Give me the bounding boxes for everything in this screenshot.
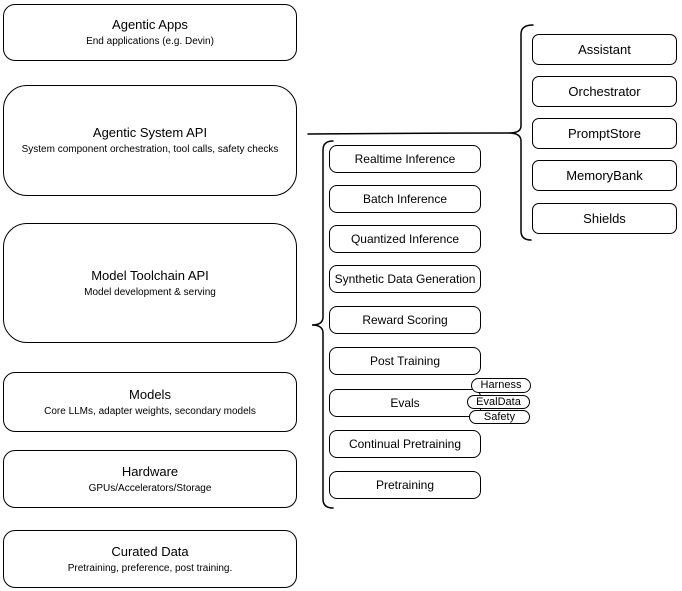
models-subtitle: Core LLMs, adapter weights, secondary mo… xyxy=(44,405,256,417)
hardware-title: Hardware xyxy=(121,463,179,479)
model-toolchain-api-subtitle: Model development & serving xyxy=(84,286,216,298)
safety-tag: Safety xyxy=(469,410,530,424)
evals-node: Evals xyxy=(329,389,481,417)
evaldata-label: EvalData xyxy=(476,395,521,408)
assistant-label: Assistant xyxy=(578,42,631,57)
continual-pretraining-node: Continual Pretraining xyxy=(329,430,481,458)
batch-inference-label: Batch Inference xyxy=(362,192,448,206)
synthetic-data-generation-label: Synthetic Data Generation xyxy=(334,272,476,286)
curated-data-subtitle: Pretraining, preference, post training. xyxy=(67,562,233,574)
harness-tag: Harness xyxy=(471,378,531,393)
evals-label: Evals xyxy=(390,396,420,410)
agentic-system-api-title: Agentic System API xyxy=(92,125,208,140)
agentic-apps-subtitle: End applications (e.g. Devin) xyxy=(86,36,214,47)
agentic-apps-title: Agentic Apps xyxy=(112,17,188,32)
agentic-system-api-node: Agentic System API System component orch… xyxy=(3,85,297,196)
reward-scoring-node: Reward Scoring xyxy=(329,306,481,334)
shields-node: Shields xyxy=(532,203,677,234)
model-toolchain-api-node: Model Toolchain API Model development & … xyxy=(3,223,297,343)
realtime-inference-node: Realtime Inference xyxy=(329,145,481,173)
post-training-label: Post Training xyxy=(369,354,441,368)
synthetic-data-generation-node: Synthetic Data Generation xyxy=(329,265,481,293)
quantized-inference-node: Quantized Inference xyxy=(329,225,481,253)
assistant-node: Assistant xyxy=(532,34,677,65)
continual-pretraining-label: Continual Pretraining xyxy=(348,437,462,451)
models-title: Models xyxy=(129,386,171,402)
pretraining-label: Pretraining xyxy=(375,478,435,492)
pretraining-node: Pretraining xyxy=(329,471,481,499)
batch-inference-node: Batch Inference xyxy=(329,185,481,213)
memorybank-node: MemoryBank xyxy=(532,160,677,191)
shields-label: Shields xyxy=(583,211,626,226)
realtime-inference-label: Realtime Inference xyxy=(354,152,456,166)
curated-data-node: Curated Data Pretraining, preference, po… xyxy=(3,530,297,588)
reward-scoring-label: Reward Scoring xyxy=(362,313,448,327)
promptstore-node: PromptStore xyxy=(532,118,677,149)
evaldata-tag: EvalData xyxy=(467,395,530,409)
model-toolchain-api-title: Model Toolchain API xyxy=(91,267,209,283)
hardware-node: Hardware GPUs/Accelerators/Storage xyxy=(3,450,297,508)
models-node: Models Core LLMs, adapter weights, secon… xyxy=(3,372,297,432)
system-api-to-components-line xyxy=(307,132,510,135)
hardware-subtitle: GPUs/Accelerators/Storage xyxy=(88,482,212,494)
memorybank-label: MemoryBank xyxy=(566,168,643,183)
curated-data-title: Curated Data xyxy=(111,543,189,559)
post-training-node: Post Training xyxy=(329,347,481,375)
harness-label: Harness xyxy=(480,379,522,391)
orchestrator-node: Orchestrator xyxy=(532,76,677,107)
promptstore-label: PromptStore xyxy=(568,126,641,141)
safety-label: Safety xyxy=(483,410,516,423)
system-components-brace xyxy=(508,24,534,241)
orchestrator-label: Orchestrator xyxy=(568,84,641,99)
agentic-apps-node: Agentic Apps End applications (e.g. Devi… xyxy=(3,4,297,61)
quantized-inference-label: Quantized Inference xyxy=(350,232,460,246)
agentic-system-api-subtitle: System component orchestration, tool cal… xyxy=(21,144,279,155)
